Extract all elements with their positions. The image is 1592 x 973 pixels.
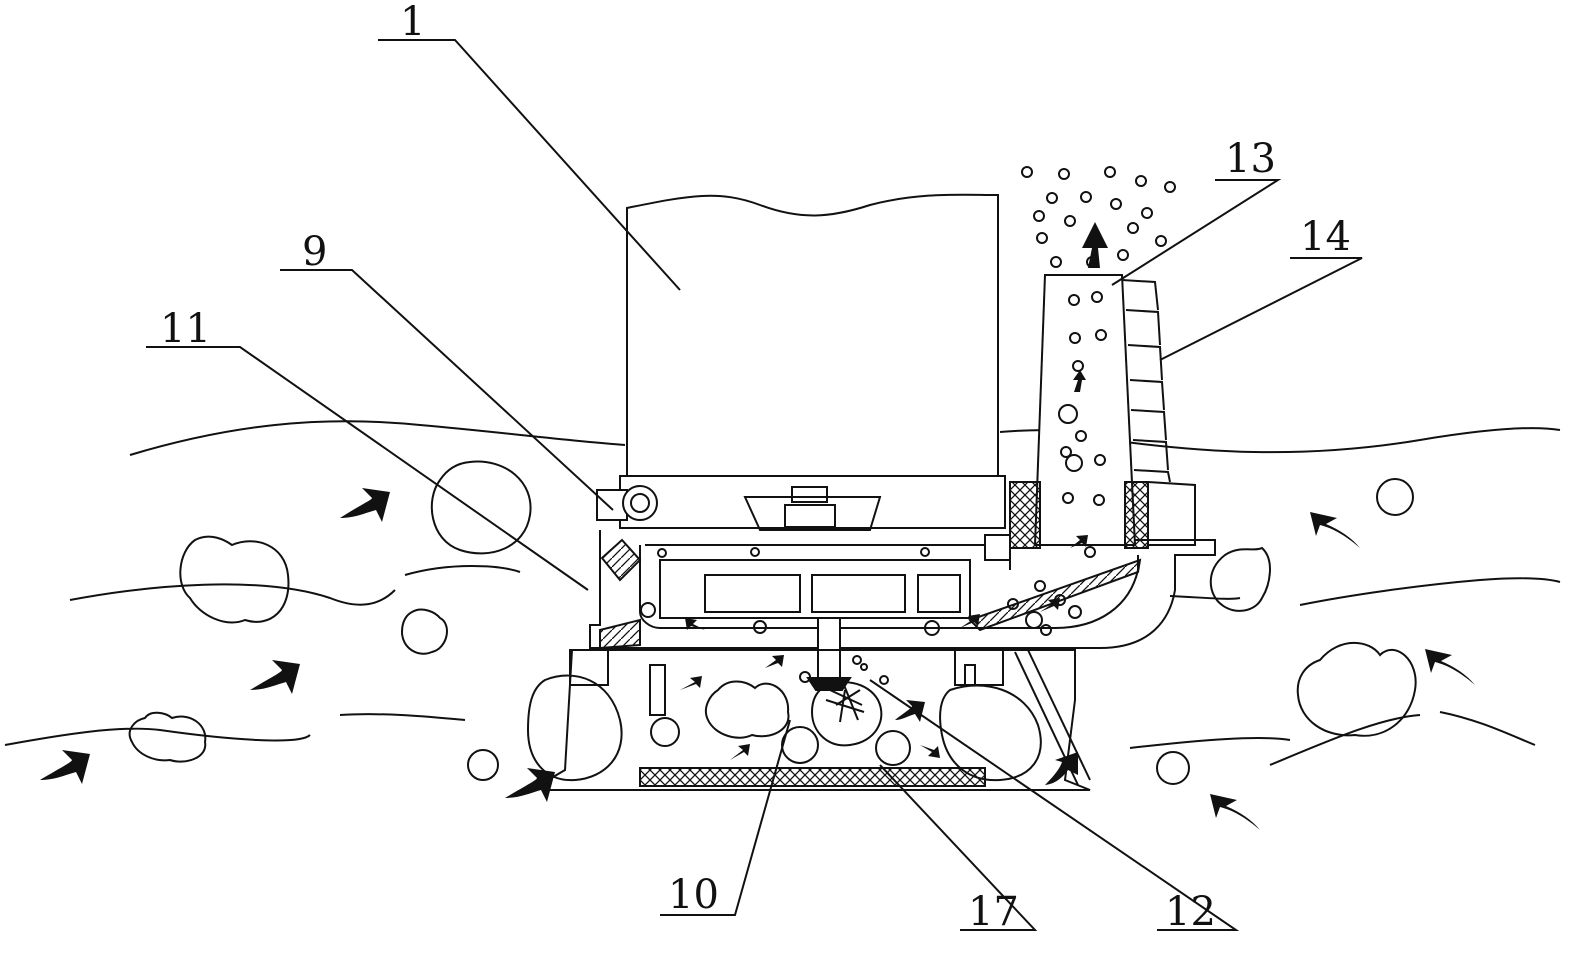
label-part-10: 10 — [668, 872, 719, 918]
motor-housing — [626, 193, 999, 479]
label-part-17: 17 — [968, 889, 1019, 935]
part-labels: 1 9 11 13 14 10 17 12 — [160, 0, 1351, 935]
pump-casing — [589, 475, 1216, 650]
label-part-11: 11 — [160, 306, 211, 352]
shaft — [806, 617, 852, 691]
sludge-blobs — [128, 460, 1417, 782]
flow-arrows — [40, 222, 1475, 830]
hose-barb — [1121, 279, 1196, 546]
label-motor: 1 — [400, 0, 425, 45]
outlet-pipe — [1009, 274, 1149, 549]
leader-lines — [146, 39, 1363, 931]
label-part-12: 12 — [1165, 889, 1216, 935]
label-part-14: 14 — [1300, 214, 1351, 260]
base-strainer — [547, 649, 1091, 791]
cutter-spark — [825, 679, 865, 723]
label-part-13: 13 — [1225, 136, 1276, 182]
outlet-bubbles — [1021, 166, 1176, 268]
label-part-9: 9 — [302, 229, 327, 275]
